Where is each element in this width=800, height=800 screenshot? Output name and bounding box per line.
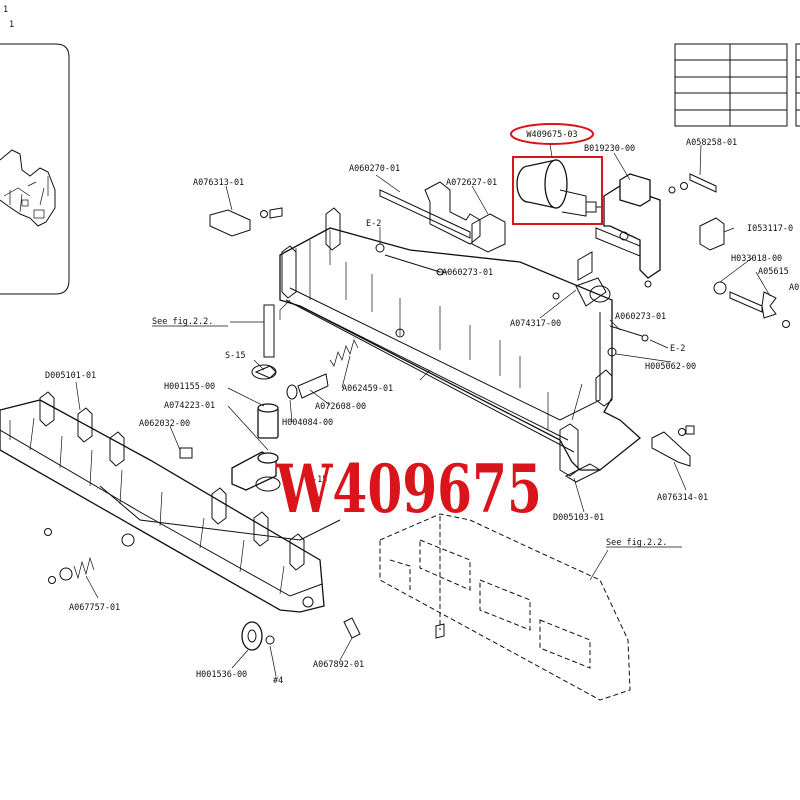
upper-hardware (209, 181, 506, 276)
dashed-reference-plate (379, 513, 631, 701)
corner-mark: 1 (9, 20, 14, 30)
cross-reference-label: See fig.2.2. (606, 538, 667, 548)
part-label: E-2 (670, 344, 685, 354)
part-label: A074223-01 (164, 401, 215, 411)
part-label: D005103-01 (553, 513, 604, 523)
part-label: A062032-00 (139, 419, 190, 429)
part-label: A060273-01 (615, 312, 666, 322)
bottom-left-hardware (48, 556, 361, 651)
main-frame-assembly (279, 207, 642, 483)
part-label: D005101-01 (45, 371, 96, 381)
detail-inset-panel (0, 43, 70, 295)
part-label: I053117-0 (747, 224, 793, 234)
part-label: A0 (789, 283, 799, 293)
part-label: -15 (312, 475, 327, 485)
leader-lines (75, 144, 771, 677)
right-bracket-assembly (552, 173, 790, 328)
part-label: A067892-01 (313, 660, 364, 670)
motor-callout-box (512, 156, 603, 225)
cross-reference-label: See fig.2.2. (152, 317, 213, 327)
part-label: A072608-00 (315, 402, 366, 412)
part-label: H001536-00 (196, 670, 247, 680)
part-label: #4 (273, 676, 283, 686)
revision-table (674, 43, 800, 127)
part-label: B019230-00 (584, 144, 635, 154)
part-label: S-15 (225, 351, 245, 361)
part-label: A076313-01 (193, 178, 244, 188)
left-central-hardware (179, 304, 359, 492)
part-number-overlay: W409675 (275, 450, 542, 528)
part-label: H033018-00 (731, 254, 782, 264)
lower-right-hardware (607, 325, 695, 467)
part-label: H001155-00 (164, 382, 215, 392)
part-label: E-2 (366, 219, 381, 229)
part-label: A074317-00 (510, 319, 561, 329)
motor-part (516, 159, 602, 217)
part-label: A060273-01 (442, 268, 493, 278)
part-number-callout-oval (510, 123, 594, 145)
part-label: A05615 (758, 267, 789, 277)
part-label: H004084-00 (282, 418, 333, 428)
part-labels: A058258-01 B019230-00 A060270-01 A072627… (45, 138, 799, 686)
part-label: A062459-01 (342, 384, 393, 394)
part-label: A058258-01 (686, 138, 737, 148)
part-label: A076314-01 (657, 493, 708, 503)
corner-mark: 1 (3, 5, 8, 15)
lower-frame-assembly (0, 391, 341, 613)
part-label: A067757-01 (69, 603, 120, 613)
callout-part-number: W409675-03 (526, 130, 577, 140)
part-label: H005062-00 (645, 362, 696, 372)
part-label: A072627-01 (446, 178, 497, 188)
part-label: A060270-01 (349, 164, 400, 174)
